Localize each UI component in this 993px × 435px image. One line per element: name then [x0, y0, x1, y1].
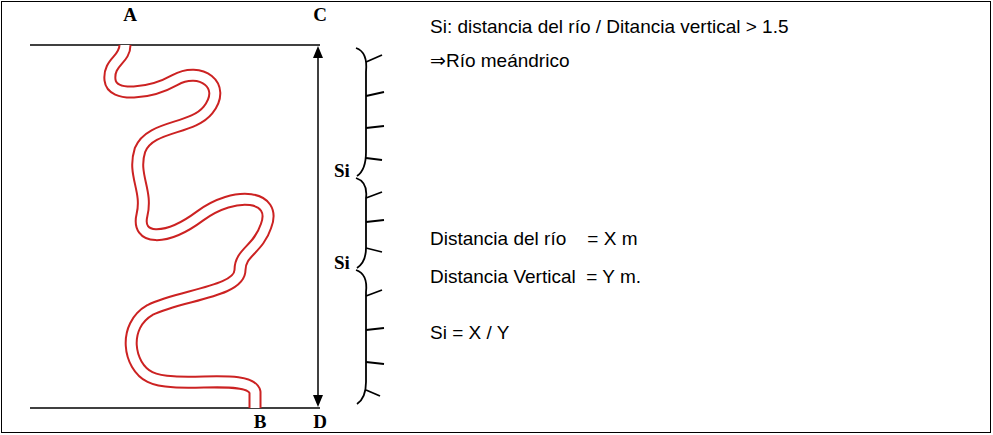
vertical-distance-arrow	[313, 46, 323, 407]
river-channel	[110, 45, 268, 408]
sinuosity-label: Si	[334, 160, 350, 182]
result-note: ⇒Río meándrico	[430, 50, 569, 72]
definition-note: Distancia del río = X m	[430, 228, 638, 250]
bottom-line	[30, 407, 320, 409]
formula-note: Si = X / Y	[430, 322, 509, 344]
rule-note: Si: distancia del río / Ditancia vertica…	[430, 16, 789, 38]
sinuosity-bracket	[356, 48, 384, 404]
point-label: C	[313, 4, 327, 26]
top-line	[30, 44, 320, 46]
definition-note: Distancia Vertical = Y m.	[430, 266, 641, 288]
point-label: D	[313, 411, 327, 433]
sinuosity-label: Si	[334, 252, 350, 274]
point-label: B	[254, 411, 267, 433]
point-label: A	[123, 4, 137, 26]
